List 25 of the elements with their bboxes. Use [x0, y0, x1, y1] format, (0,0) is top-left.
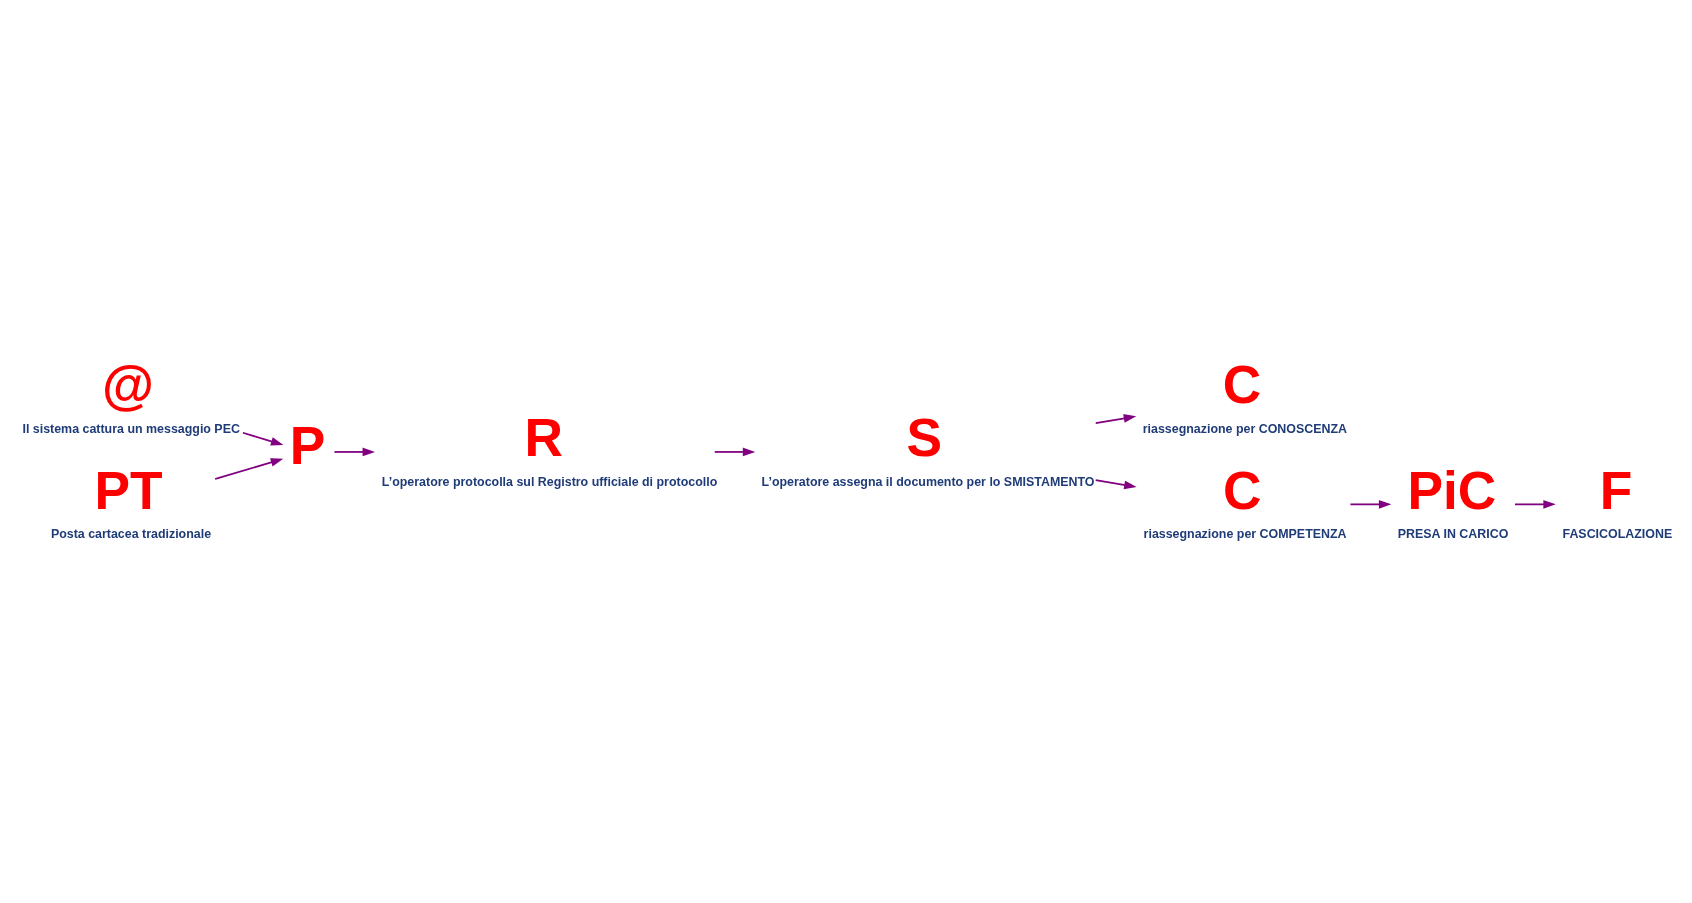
- node-text: PT: [94, 460, 163, 520]
- node-label: FASCICOLAZIONE: [1562, 527, 1673, 542]
- arrow: [214, 458, 284, 480]
- node-text: PiC: [1407, 460, 1497, 520]
- arrow: [333, 447, 376, 457]
- node-text: R: [524, 408, 563, 468]
- node-label: L’operatore assegna il documento per lo SMISTAMENTO: [761, 474, 1095, 489]
- arrow: [1514, 500, 1556, 509]
- node-text: C: [1222, 355, 1262, 415]
- node-label: Il sistema cattura un messaggio PEC: [22, 421, 240, 436]
- node-text: S: [906, 408, 942, 468]
- node-label: PRESA IN CARICO: [1397, 527, 1509, 542]
- node-label: Posta cartacea tradizionale: [50, 527, 212, 542]
- arrow: [713, 447, 756, 457]
- node-text: @: [101, 355, 154, 415]
- node-text: C: [1223, 460, 1262, 520]
- node-label: riassegnazione per COMPETENZA: [1143, 527, 1347, 542]
- arrow: [241, 431, 284, 446]
- node-label: riassegnazione per CONOSCENZA: [1142, 421, 1348, 436]
- node-text: P: [289, 416, 326, 476]
- node-text: F: [1599, 460, 1633, 520]
- arrow: [1094, 414, 1137, 425]
- node-label: L’operatore protocolla sul Registro ufficiale di protocollo: [381, 474, 718, 489]
- arrow: [1094, 479, 1137, 490]
- arrow: [1349, 500, 1392, 509]
